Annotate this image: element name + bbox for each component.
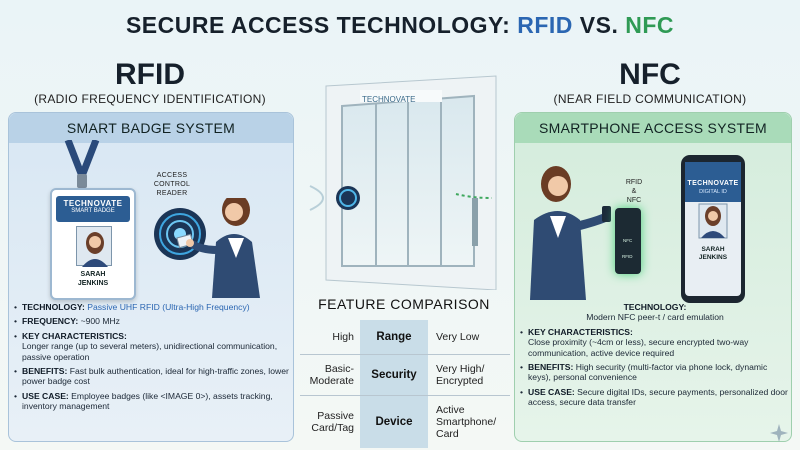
nfc-info-benefits: BENEFITS: High security (multi-factor vi… (520, 362, 790, 383)
comparison-row-security: Basic-Moderate Security Very High/ Encry… (300, 354, 510, 395)
info-text: Fast bulk authentication, ideal for high… (22, 366, 289, 387)
info-text: Longer range (up to several meters), uni… (22, 341, 278, 362)
nfc-panel-title: SMARTPHONE ACCESS SYSTEM (515, 113, 791, 143)
info-text: High security (multi-factor via phone lo… (528, 362, 768, 383)
nfc-value: Active Smartphone/ Card (436, 404, 497, 440)
title-prefix: SECURE ACCESS TECHNOLOGY: (125, 12, 518, 38)
rfid-heading: RFID (115, 58, 185, 91)
badge-header: TECHNOVATE SMART BADGE (56, 196, 130, 222)
reader-label-line3: READER (156, 190, 188, 197)
woman-with-phone-illustration (530, 166, 611, 300)
reader-label-line1: ACCESS (156, 172, 188, 179)
info-text: Secure digital IDs, secure payments, per… (528, 386, 788, 408)
nfc-value: Very Low (436, 331, 480, 343)
info-text: Passive UHF RFID (Ultra-High Frequency) (84, 302, 250, 312)
building-sign: TECHNOVATE (362, 95, 415, 104)
access-control-reader-label: ACCESS CONTROL READER (142, 171, 202, 198)
info-label: TECHNOLOGY: (22, 302, 85, 312)
rfid-info-list: TECHNOLOGY: Passive UHF RFID (Ultra-High… (14, 302, 289, 416)
rfid-info-frequency: FREQUENCY: ~900 MHz (14, 316, 289, 327)
smartphone-digital-id: TECHNOVATE DIGITAL ID SARAH JENKINS (680, 154, 746, 304)
rfid-panel-title: SMART BADGE SYSTEM (9, 113, 293, 143)
rfid-nfc-reader-label: RFID & NFC (614, 178, 654, 205)
reader-nfc-text: NFC (623, 238, 633, 243)
nfc-info-list: TECHNOLOGY:Modern NFC peer-t / card emul… (520, 302, 790, 412)
page-title: SECURE ACCESS TECHNOLOGY: RFID VS. NFC (0, 12, 800, 39)
info-label: KEY CHARACTERISTICS: (22, 330, 127, 341)
phone-frame-icon (681, 155, 745, 303)
nfc-info-use-case: USE CASE: Secure digital IDs, secure pay… (520, 387, 790, 408)
rfid-info-characteristics: KEY CHARACTERISTICS:Longer range (up to … (14, 331, 289, 362)
comparison-row-range: High Range Very Low (300, 320, 510, 354)
info-label: TECHNOLOGY: (623, 302, 687, 312)
badge-name: SARAH JENKINS (52, 270, 134, 288)
smart-badge: TECHNOVATE SMART BADGE SARAH JENKINS (50, 188, 136, 300)
rfid-value: High (332, 331, 354, 343)
info-label: BENEFITS: (22, 366, 68, 377)
feature-name: Range (360, 320, 428, 354)
feature-name: Security (360, 355, 428, 395)
rfid-info-use-case: USE CASE: Employee badges (like <IMAGE 0… (14, 391, 289, 412)
info-label: KEY CHARACTERISTICS: (528, 326, 633, 337)
info-label: BENEFITS: (528, 362, 574, 373)
phone-brand: TECHNOVATE (687, 180, 739, 187)
device-label-line1: RFID (625, 179, 643, 186)
rfid-value: Passive Card/Tag (311, 410, 354, 434)
reader-rfid-text: RFID (622, 254, 633, 259)
info-label: FREQUENCY: (22, 316, 79, 327)
rfid-info-benefits: BENEFITS: Fast bulk authentication, idea… (14, 366, 289, 387)
badge-first-name: SARAH (80, 271, 106, 278)
building-reader-icon (336, 186, 360, 210)
office-building-illustration: TECHNOVATE (309, 75, 497, 290)
feature-comparison-title: FEATURE COMPARISON (318, 296, 490, 312)
title-middle: VS. (572, 12, 626, 38)
phone-name: SARAH JENKINS (680, 246, 746, 262)
badge-brand: TECHNOVATE (63, 199, 123, 208)
reader-label-line2: CONTROL (153, 181, 191, 188)
info-text: Close proximity (~4cm or less), secure e… (528, 337, 749, 358)
title-rfid: RFID (517, 12, 573, 38)
rfid-subheading: (RADIO FREQUENCY IDENTIFICATION) (34, 92, 266, 106)
nfc-subheading: (NEAR FIELD COMMUNICATION) (553, 92, 747, 106)
title-nfc: NFC (625, 12, 675, 38)
nfc-value: Very High/ Encrypted (436, 363, 485, 387)
badge-last-name: JENKINS (77, 280, 109, 287)
rfid-info-technology: TECHNOLOGY: Passive UHF RFID (Ultra-High… (14, 302, 289, 313)
device-label-line2: & (631, 188, 637, 195)
sparkle-icon (770, 424, 788, 442)
phone-first-name: SARAH (701, 246, 725, 253)
info-text: Modern NFC peer-t / card emulation (586, 312, 724, 323)
rfid-reader-icon (154, 208, 206, 260)
rfid-value: Basic-Moderate (309, 363, 354, 387)
comparison-row-device: Passive Card/Tag Device Active Smartphon… (300, 395, 510, 448)
rfid-reader-scene (154, 198, 260, 298)
nfc-reader-icon: NFC RFID (615, 208, 641, 274)
phone-last-name: JENKINS (698, 254, 728, 261)
badge-photo (76, 226, 112, 267)
info-text: Employee badges (like <IMAGE 0>), assets… (22, 390, 273, 412)
info-label: USE CASE: (22, 390, 69, 401)
info-text: ~900 MHz (78, 316, 120, 327)
woman-illustration (186, 198, 260, 298)
feature-name: Device (360, 396, 428, 448)
lanyard-icon (64, 140, 100, 188)
nfc-heading: NFC (619, 58, 681, 91)
feature-comparison-table: High Range Very Low Basic-Moderate Secur… (300, 320, 510, 448)
phone-subtitle: DIGITAL ID (699, 189, 727, 195)
info-label: USE CASE: (528, 386, 575, 397)
badge-subtitle: SMART BADGE (71, 208, 115, 214)
nfc-info-technology: TECHNOLOGY:Modern NFC peer-t / card emul… (520, 302, 790, 323)
device-label-line3: NFC (626, 197, 642, 204)
nfc-info-characteristics: KEY CHARACTERISTICS:Close proximity (~4c… (520, 327, 790, 358)
